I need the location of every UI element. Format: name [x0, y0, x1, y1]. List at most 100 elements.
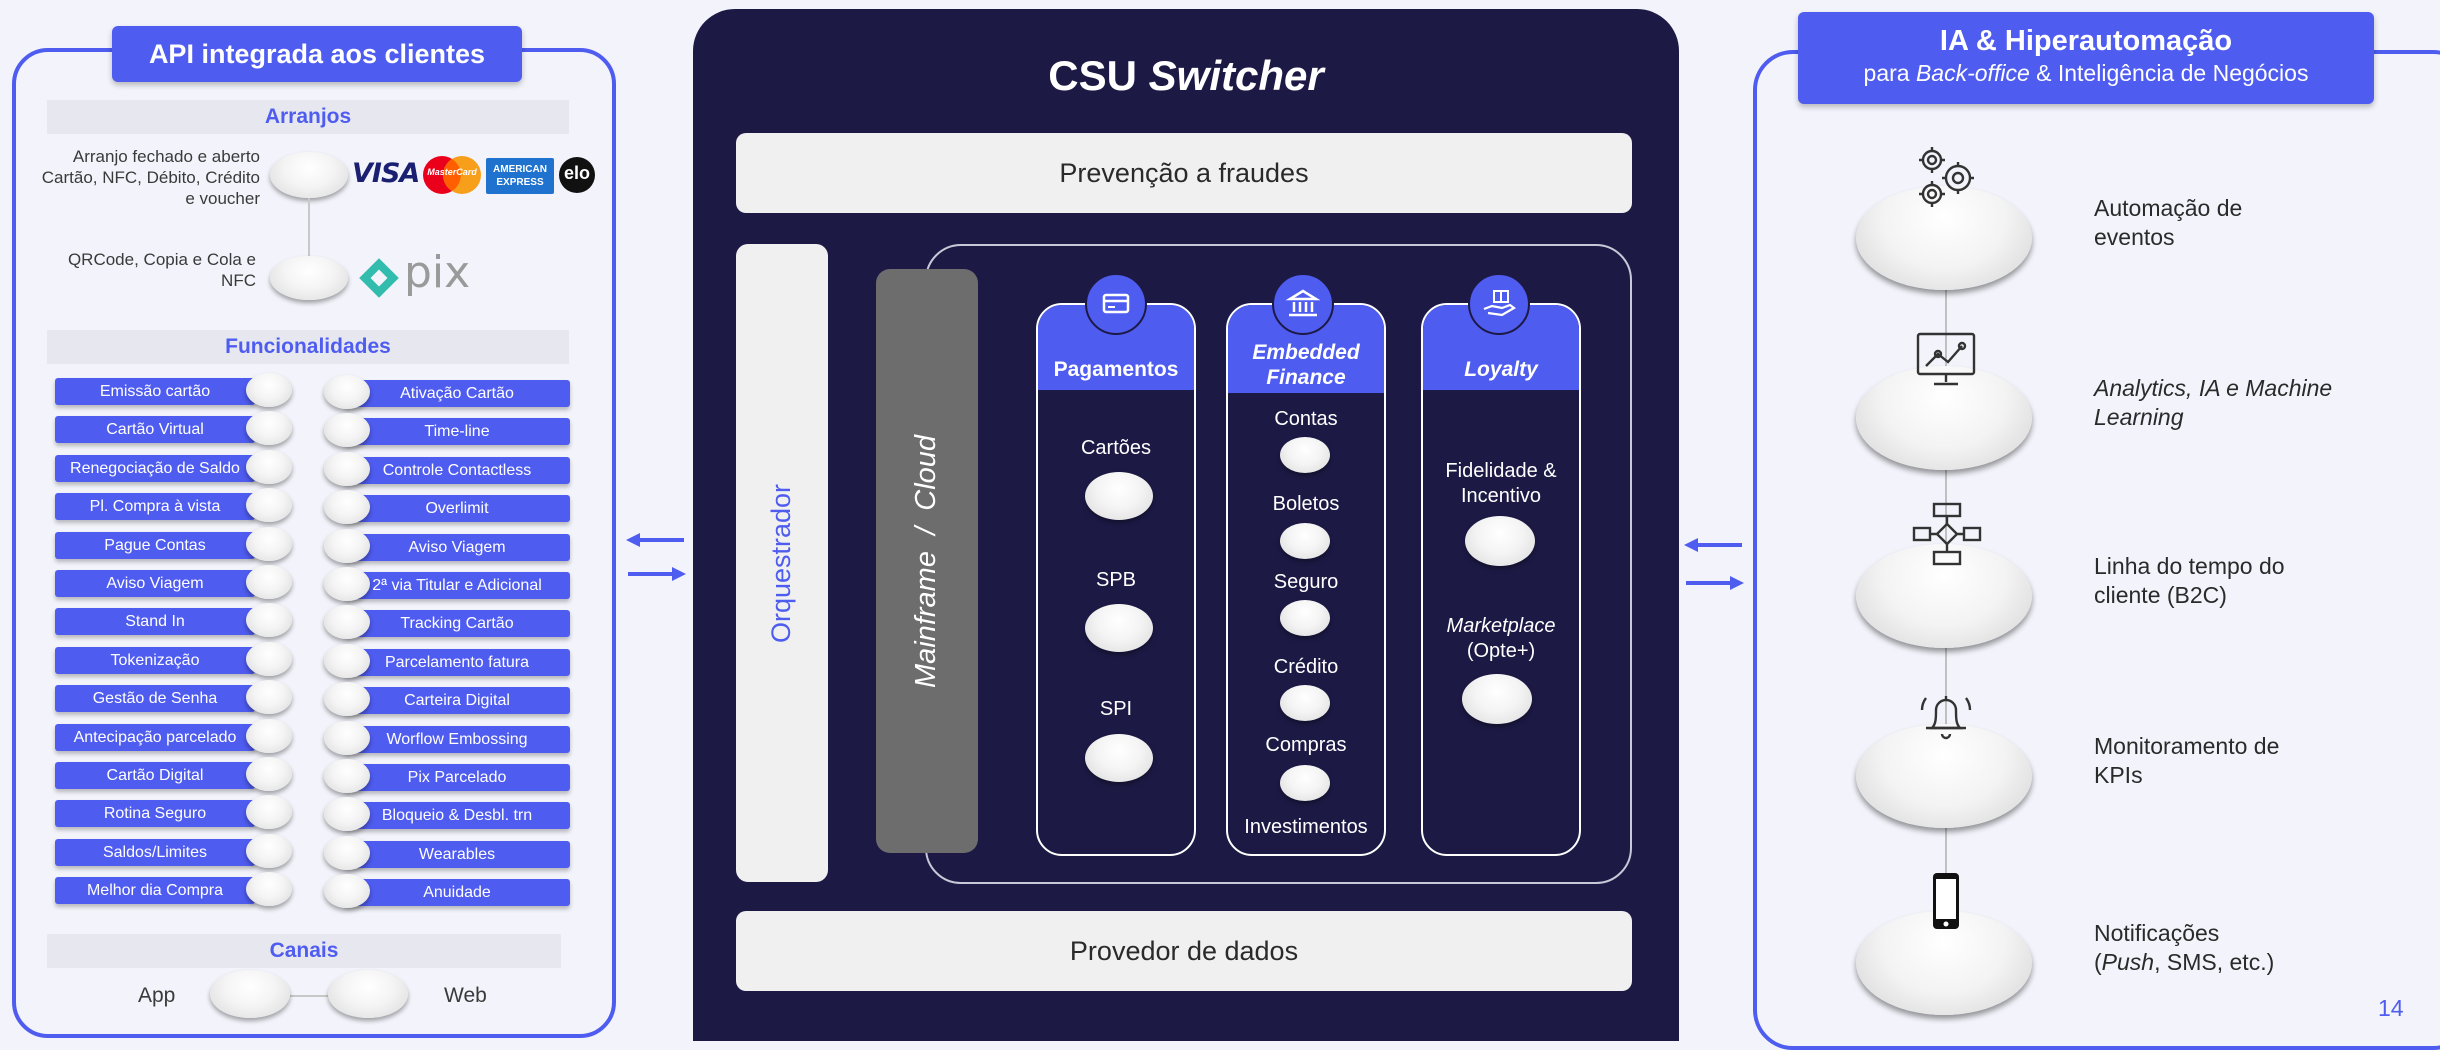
- funcionalidade-disc: [324, 759, 370, 793]
- center-title: CSU Switcher: [693, 52, 1679, 100]
- funcionalidade-item: Pix Parcelado: [344, 764, 570, 791]
- feature-label-line1: Linha do tempo do: [2094, 553, 2285, 579]
- right-subtitle: para Back-office & Inteligência de Negóc…: [1798, 58, 2374, 88]
- funcionalidade-item: Pl. Compra à vista: [55, 493, 255, 520]
- embedded-item: Compras: [1265, 734, 1347, 756]
- funcionalidade-disc: [246, 795, 292, 829]
- embedded-disc: [1280, 685, 1330, 721]
- funcionalidade-disc: [246, 565, 292, 599]
- funcionalidade-disc: [246, 834, 292, 868]
- bank-icon: [1272, 273, 1334, 335]
- funcionalidade-item: Carteira Digital: [344, 687, 570, 714]
- amex-logo: AMERICAN EXPRESS: [486, 158, 554, 194]
- arranjo-1-disc: [270, 152, 348, 198]
- embedded-finance-title: Embedded Finance: [1228, 305, 1384, 393]
- pagamentos-disc-2: [1085, 604, 1153, 652]
- arranjos-title: Arranjos: [47, 100, 569, 134]
- feature-label-line1: Automação de: [2094, 195, 2243, 221]
- phone-icon: [1906, 863, 1986, 943]
- funcionalidade-disc: [246, 719, 292, 753]
- funcionalidade-item: Cartão Virtual: [55, 416, 255, 443]
- feature-label-line2: (Push, SMS, etc.): [2094, 948, 2394, 977]
- embedded-item: Crédito: [1273, 656, 1339, 678]
- funcionalidade-disc: [246, 680, 292, 714]
- feature-disc: [1856, 544, 2032, 648]
- funcionalidade-disc: [324, 490, 370, 524]
- funcionalidade-item: Parcelamento fatura: [344, 649, 570, 676]
- feature-label-line1: Analytics, IA e Machine: [2094, 375, 2333, 401]
- canal-app-disc: [210, 970, 290, 1018]
- loyalty-disc-2: [1462, 674, 1532, 724]
- funcionalidade-disc: [246, 527, 292, 561]
- right-subtitle-italic: Back-office: [1915, 60, 2030, 86]
- embedded-finance-column: Embedded Finance: [1226, 303, 1386, 856]
- funcionalidade-disc: [246, 450, 292, 484]
- flowchart-icon: [1906, 496, 1986, 576]
- visa-logo: VISA: [352, 158, 420, 189]
- funcionalidade-item: Bloqueio & Desbl. trn: [344, 802, 570, 829]
- arrow-right-icon: [626, 564, 686, 584]
- mainframe-label: Mainframe / Cloud: [910, 434, 943, 688]
- gift-hand-icon: [1468, 273, 1530, 335]
- embedded-item: Seguro: [1273, 571, 1339, 593]
- fraud-prevention-bar: Prevenção a fraudes: [736, 133, 1632, 213]
- orquestrador-label-wrap: Orquestrador: [736, 244, 828, 882]
- feature-disc: [1856, 724, 2032, 828]
- funcionalidade-disc: [324, 644, 370, 678]
- funcionalidade-item: Emissão cartão: [55, 378, 255, 405]
- feature-label-line2-pre: (: [2094, 949, 2102, 975]
- elo-logo: elo: [559, 157, 595, 193]
- funcionalidade-item: Overlimit: [344, 495, 570, 522]
- right-subtitle-pre: para: [1863, 60, 1916, 86]
- feature-label-line2-post: , SMS, etc.): [2154, 949, 2275, 975]
- funcionalidade-disc: [324, 682, 370, 716]
- funcionalidade-item: Aviso Viagem: [55, 570, 255, 597]
- canal-app-label: App: [138, 984, 176, 1007]
- funcionalidade-disc: [246, 373, 292, 407]
- center-title-italic: Switcher: [1148, 52, 1324, 99]
- orquestrador-bar: [736, 244, 828, 882]
- pagamentos-disc-1: [1085, 472, 1153, 520]
- right-title: IA & Hiperautomação: [1939, 25, 2233, 57]
- canal-web-disc: [328, 970, 408, 1018]
- loyalty-item-1-line1: Fidelidade &: [1445, 460, 1557, 482]
- right-panel-title: IA & Hiperautomação para Back-office & I…: [1798, 12, 2374, 104]
- funcionalidade-item: Tracking Cartão: [344, 610, 570, 637]
- funcionalidade-disc: [324, 375, 370, 409]
- feature-label: Notificações(Push, SMS, etc.): [2094, 919, 2394, 977]
- embedded-title-line1: Embedded: [1252, 341, 1360, 364]
- pix-logo: [356, 255, 402, 301]
- funcionalidade-disc: [324, 874, 370, 908]
- pagamentos-disc-3: [1085, 734, 1153, 782]
- mastercard-logo: MasterCard: [421, 155, 483, 195]
- arranjo-2-text: QRCode, Copia e Cola e NFC: [67, 250, 256, 290]
- funcionalidade-item: Gestão de Senha: [55, 685, 255, 712]
- feature-label-line1: Monitoramento de: [2094, 733, 2280, 759]
- arranjo-1-text: Arranjo fechado e aberto Cartão, NFC, Dé…: [41, 147, 260, 208]
- loyalty-item-1: Fidelidade & Incentivo: [1421, 459, 1581, 509]
- funcionalidade-disc: [246, 757, 292, 791]
- funcionalidade-item: Ativação Cartão: [344, 380, 570, 407]
- pagamentos-title: Pagamentos: [1038, 305, 1194, 390]
- analytics-icon: [1906, 318, 1986, 398]
- pagamentos-item-2: SPB: [1095, 569, 1137, 591]
- arranjo-connector: [308, 198, 310, 260]
- right-subtitle-post: & Inteligência de Negócios: [2029, 60, 2309, 86]
- embedded-title-line2: Finance: [1266, 366, 1346, 389]
- embedded-disc: [1280, 523, 1330, 559]
- funcionalidade-disc: [324, 836, 370, 870]
- loyalty-disc-1: [1465, 516, 1535, 566]
- funcionalidade-item: Rotina Seguro: [55, 800, 255, 827]
- pagamentos-item-3: SPI: [1099, 698, 1133, 720]
- mainframe-label-wrap: Mainframe / Cloud: [876, 269, 978, 853]
- funcionalidade-item: 2ª via Titular e Adicional: [344, 572, 570, 599]
- page-number: 14: [2378, 995, 2404, 1021]
- embedded-item: Investimentos: [1244, 816, 1368, 838]
- canais-title: Canais: [47, 934, 561, 968]
- loyalty-item-2-line2: (Opte+): [1466, 640, 1536, 662]
- pagamentos-item-1: Cartões: [1080, 437, 1152, 459]
- feature-label-line2: Learning: [2094, 404, 2184, 430]
